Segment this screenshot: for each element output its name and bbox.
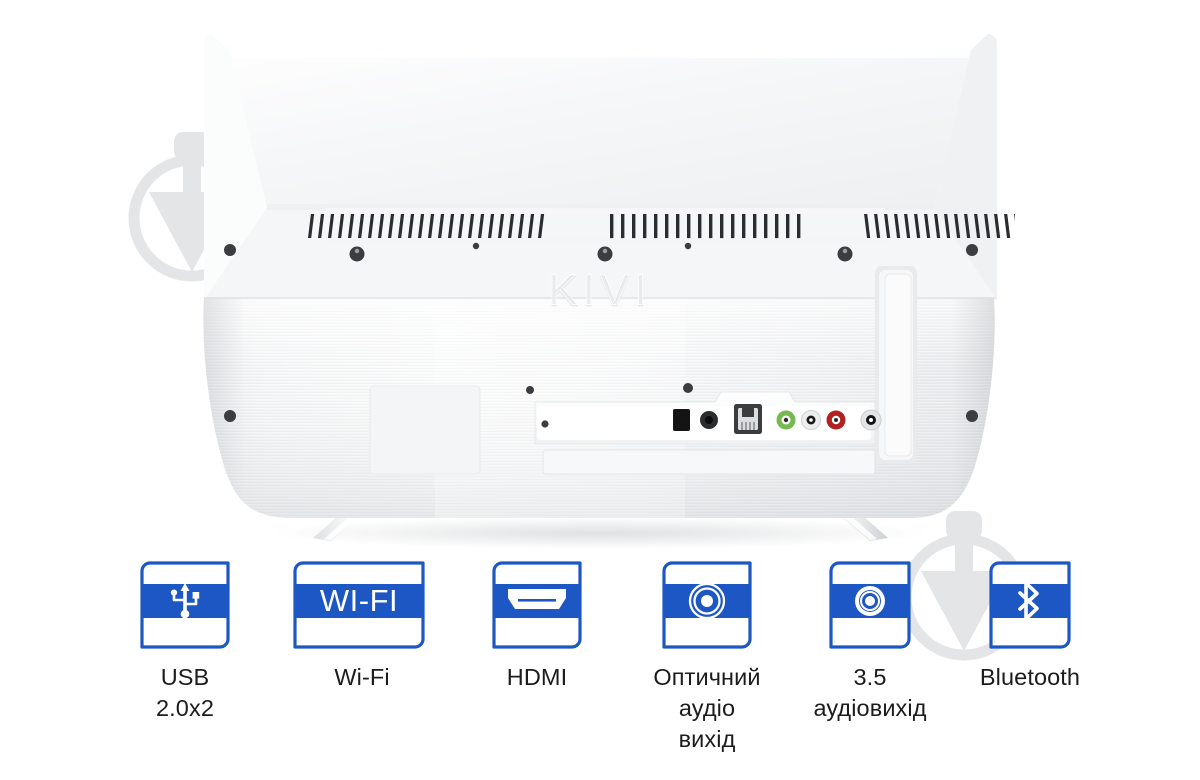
feature-wifi[interactable]: WI-FI Wi-Fi xyxy=(277,553,447,693)
bluetooth-icon xyxy=(989,561,1071,649)
tv-rear-view-image: KIVI KIVI xyxy=(185,18,1015,553)
feature-bluetooth[interactable]: Bluetooth xyxy=(945,553,1115,693)
feature-bluetooth-label: Bluetooth xyxy=(979,664,1081,690)
wifi-icon-text: WI-FI xyxy=(320,583,398,618)
feature-optical-audio-label: Оптичний аудіо вихід xyxy=(653,664,761,752)
port-bay xyxy=(534,391,882,475)
kivi-brand-logo: KIVI KIVI xyxy=(548,265,651,316)
feature-audio-35[interactable]: 3.5 аудіовихід xyxy=(785,553,955,724)
feature-bluetooth-icon-wrap xyxy=(945,553,1115,649)
audio-jack-icon xyxy=(829,561,911,649)
wifi-text-icon: WI-FI xyxy=(293,561,425,649)
optical-audio-out-icon xyxy=(662,561,752,649)
feature-optical-audio-icon-wrap xyxy=(622,553,792,649)
feature-hdmi-icon-wrap xyxy=(452,553,622,649)
feature-audio-35-icon-wrap xyxy=(785,553,955,649)
hdmi-port xyxy=(673,409,690,431)
hdmi-port-icon xyxy=(492,561,582,649)
feature-hdmi-label: HDMI xyxy=(506,664,568,690)
feature-usb-label: USB 2.0x2 xyxy=(156,664,214,721)
feature-usb[interactable]: USB 2.0x2 xyxy=(100,553,270,724)
feature-usb-icon-wrap xyxy=(100,553,270,649)
feature-audio-35-label: 3.5 аудіовихід xyxy=(813,664,927,721)
feature-wifi-icon-wrap: WI-FI xyxy=(277,553,447,649)
svg-text:KIVI: KIVI xyxy=(548,267,651,316)
feature-hdmi[interactable]: HDMI xyxy=(452,553,622,693)
svg-text:KIVI: KIVI xyxy=(548,266,651,315)
usb-icon xyxy=(140,561,230,649)
rear-vertical-panel xyxy=(875,266,917,464)
feature-wifi-label: Wi-Fi xyxy=(334,664,390,690)
feature-icon-strip: USB 2.0x2 WI-FI Wi-Fi xyxy=(0,553,1200,780)
feature-optical-audio[interactable]: Оптичний аудіо вихід xyxy=(622,553,792,755)
